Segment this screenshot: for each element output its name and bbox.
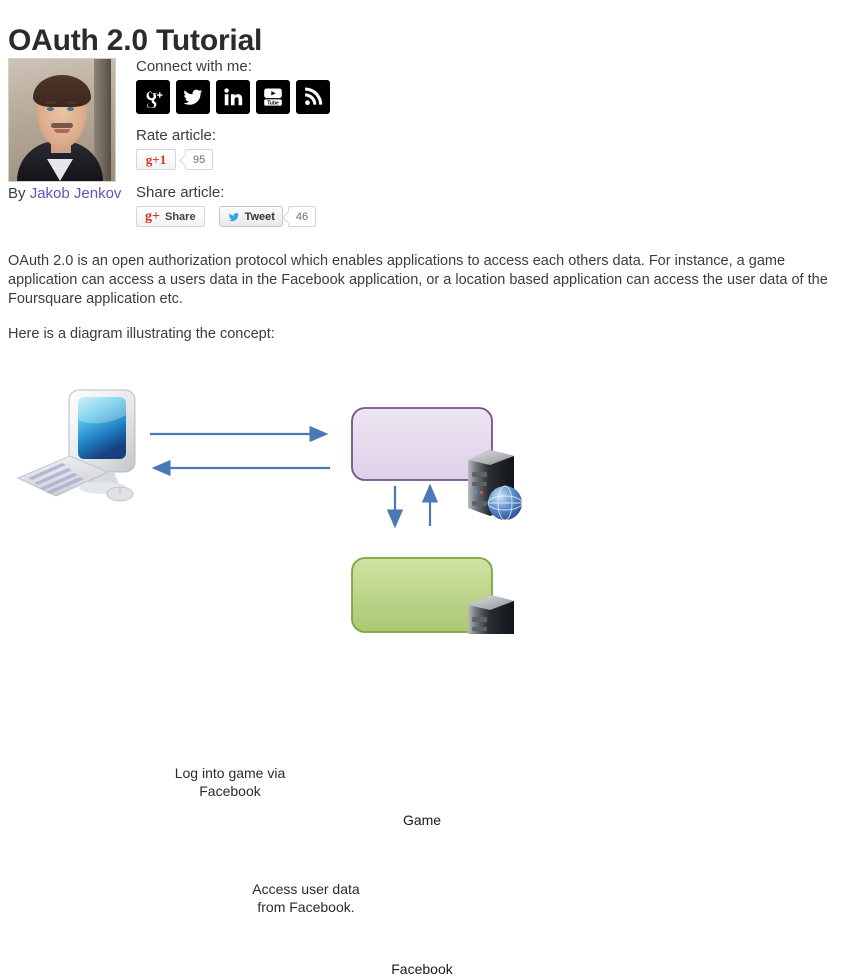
twitter-icon[interactable] [176, 80, 210, 114]
tweet-button[interactable]: Tweet [218, 206, 283, 227]
social-icon-row: Tube [136, 80, 456, 114]
avatar-eyebrow-left [45, 101, 56, 104]
avatar-eyebrow-right [65, 101, 76, 104]
avatar-mouth [54, 129, 70, 133]
tweet-label: Tweet [244, 210, 275, 223]
avatar-eye-left [47, 107, 54, 111]
tweet-group: Tweet 46 [218, 206, 317, 227]
avatar-pole [94, 59, 111, 181]
share-row: g+ Share Tweet 46 [136, 206, 456, 227]
author-link[interactable]: Jakob Jenkov [29, 185, 122, 202]
article-page: OAuth 2.0 Tutorial By Jakob Jenkov Conne… [0, 0, 841, 634]
paragraph-diagram-intro: Here is a diagram illustrating the conce… [8, 326, 275, 342]
diagram-label-login: Log into game via Facebook [174, 765, 286, 799]
desktop-computer-illustration [17, 389, 136, 502]
gplus-one-button[interactable]: g+1 [136, 149, 176, 170]
gplus-one-count[interactable]: 95 [185, 149, 214, 170]
avatar-moustache [51, 123, 73, 128]
share-heading: Share article: [136, 184, 225, 201]
byline-prefix: By [8, 185, 30, 202]
page-title: OAuth 2.0 Tutorial [8, 24, 263, 58]
author-block: By Jakob Jenkov [8, 58, 126, 202]
facebook-box-label: Facebook [391, 961, 453, 977]
facebook-server-icon [468, 595, 514, 634]
rate-row: g+1 95 [136, 149, 456, 170]
connect-heading: Connect with me: [136, 58, 252, 75]
google-share-button[interactable]: g+ Share [136, 206, 205, 227]
rate-heading: Rate article: [136, 127, 217, 144]
author-byline: By Jakob Jenkov [8, 185, 126, 202]
diagram-canvas [17, 389, 523, 634]
linkedin-icon[interactable] [216, 80, 250, 114]
facebook-box [351, 557, 493, 633]
tweet-count[interactable]: 46 [287, 206, 317, 227]
twitter-bird-icon [228, 212, 239, 221]
game-server-icon [468, 450, 523, 521]
avatar-eye-right [67, 107, 74, 111]
paragraph-intro: OAuth 2.0 is an open authorization proto… [8, 253, 828, 307]
diagram-label-access: Access user data from Facebook. [252, 881, 360, 915]
author-avatar [8, 58, 116, 182]
game-box [351, 407, 493, 481]
article-body: OAuth 2.0 is an open authorization proto… [8, 252, 836, 360]
google-plus-glyph-icon: g+ [145, 208, 160, 224]
svg-text:Tube: Tube [267, 100, 279, 106]
rss-icon[interactable] [296, 80, 330, 114]
google-plus-icon[interactable] [136, 80, 170, 114]
google-share-label: Share [164, 210, 196, 223]
oauth-concept-diagram: Log into game via Facebook Access user d… [0, 368, 560, 977]
youtube-icon[interactable]: Tube [256, 80, 290, 114]
social-column: Connect with me: [136, 58, 456, 227]
game-box-label: Game [402, 812, 442, 828]
avatar-hair [33, 75, 91, 107]
